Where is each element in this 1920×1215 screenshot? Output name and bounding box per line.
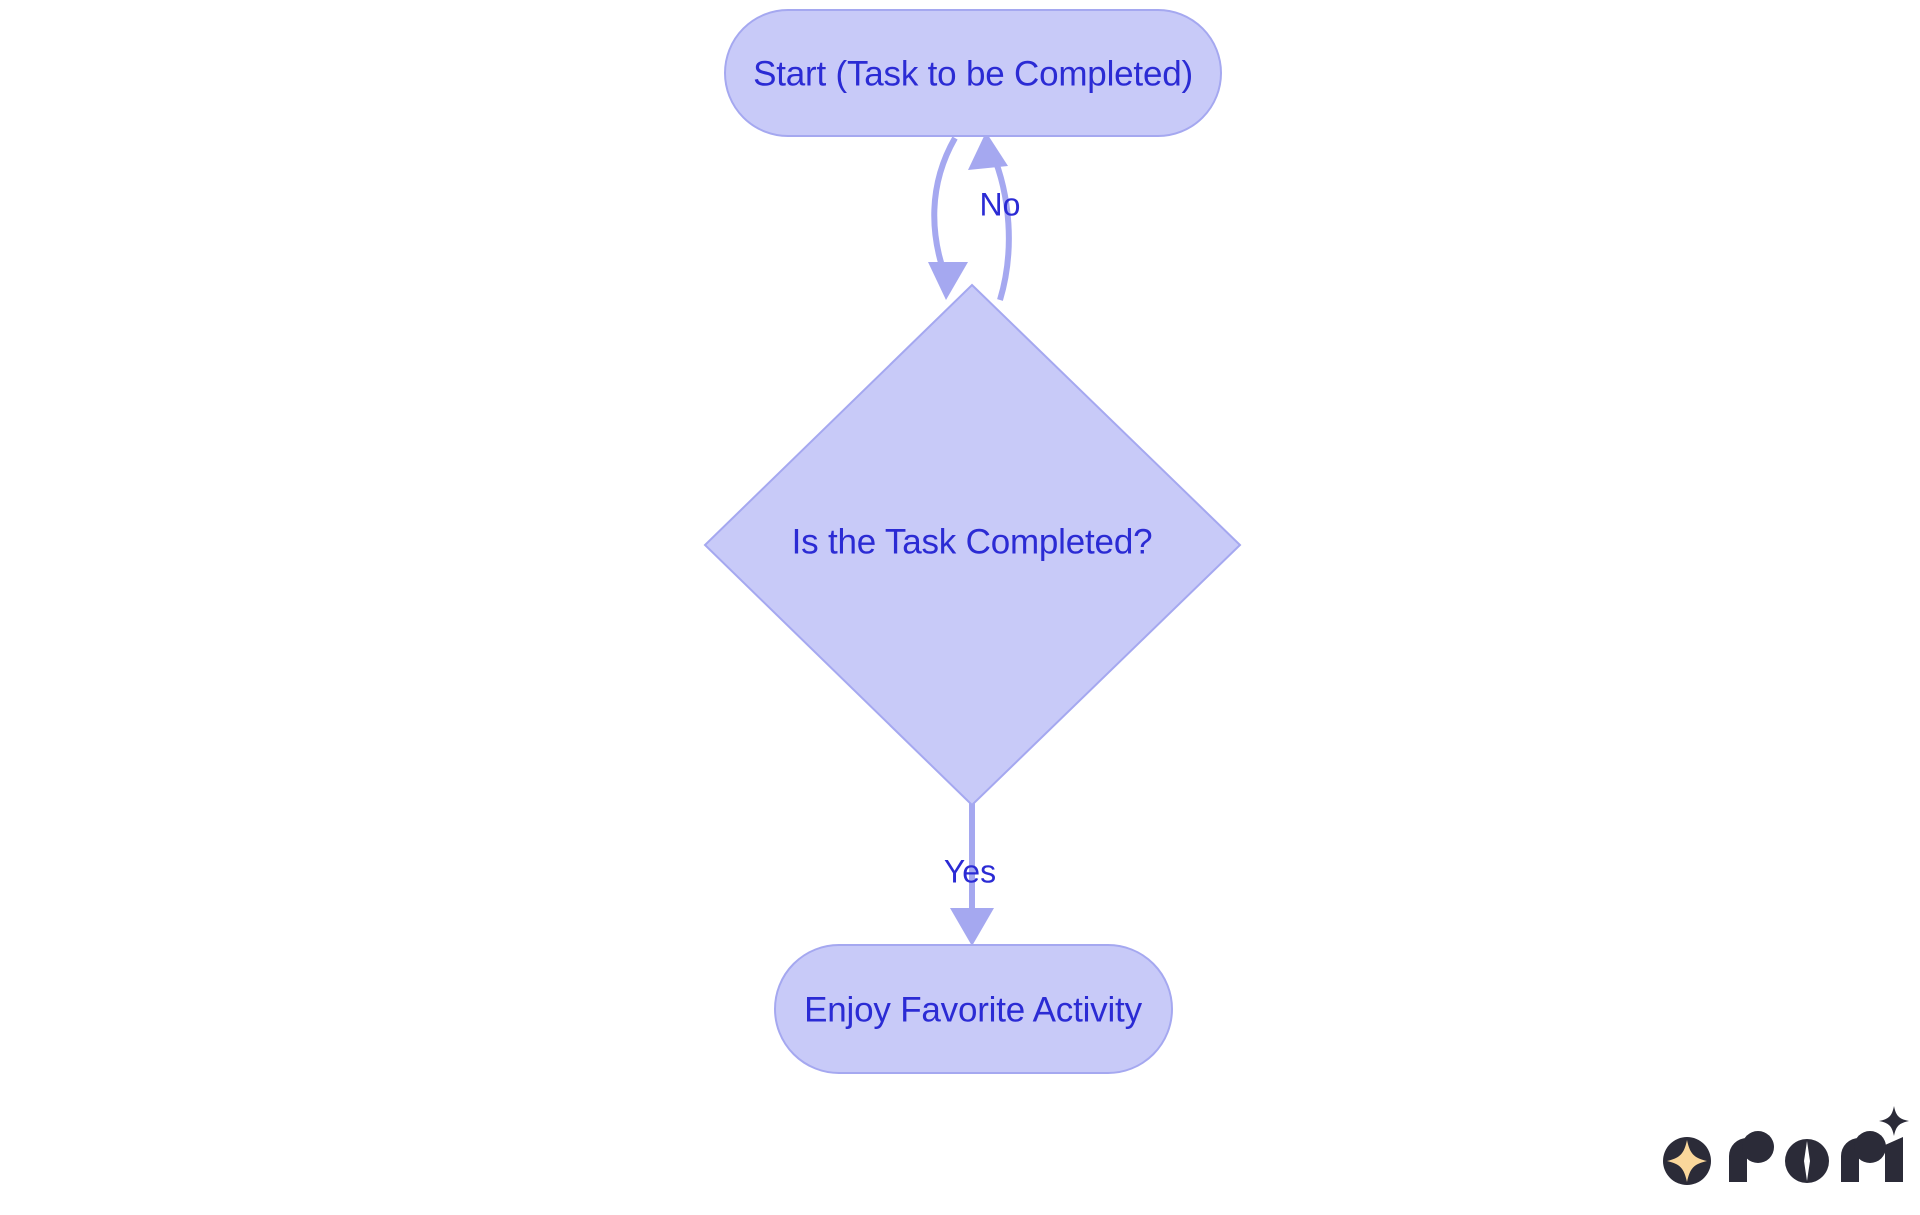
node-start-shape[interactable] — [724, 9, 1222, 137]
sparkle-circle-icon-star — [1667, 1140, 1707, 1182]
node-decision-label: Is the Task Completed? — [792, 522, 1153, 561]
node-activity-shape[interactable] — [774, 944, 1173, 1074]
rori-wordmark-letter-i — [1885, 1137, 1903, 1182]
edge-start-to-decision-path — [931, 136, 958, 280]
edge-decision-to-activity-arrowhead — [950, 908, 994, 946]
rori-watermark — [1663, 1106, 1909, 1185]
node-decision[interactable]: Is the Task Completed? — [703, 283, 1242, 807]
node-start-label: Start (Task to be Completed) — [753, 54, 1193, 93]
edge-decision-to-start: No — [968, 132, 1021, 301]
edge-decision-to-start-path — [989, 150, 1012, 301]
edge-decision-to-start-label: No — [980, 186, 1021, 222]
edge-decision-to-start-arrowhead — [968, 132, 1008, 170]
node-activity[interactable]: Enjoy Favorite Activity — [774, 944, 1173, 1074]
edge-decision-to-activity-label: Yes — [944, 853, 996, 889]
rori-wordmark-sparkle-icon — [1879, 1106, 1909, 1136]
node-start[interactable]: Start (Task to be Completed) — [724, 9, 1222, 137]
rori-wordmark — [1729, 1106, 1909, 1183]
node-decision-shape[interactable] — [703, 283, 1242, 807]
rori-wordmark-letter-r1-bowl — [1742, 1131, 1774, 1163]
edge-decision-to-activity: Yes — [944, 800, 996, 946]
edge-start-to-decision — [928, 136, 968, 300]
rori-wordmark-letter-r2-bowl — [1854, 1131, 1886, 1163]
rori-wordmark-letter-o-slit — [1804, 1141, 1810, 1181]
edge-start-to-decision-arrowhead — [928, 262, 968, 300]
sparkle-circle-icon — [1663, 1137, 1711, 1185]
node-activity-label: Enjoy Favorite Activity — [804, 990, 1142, 1029]
